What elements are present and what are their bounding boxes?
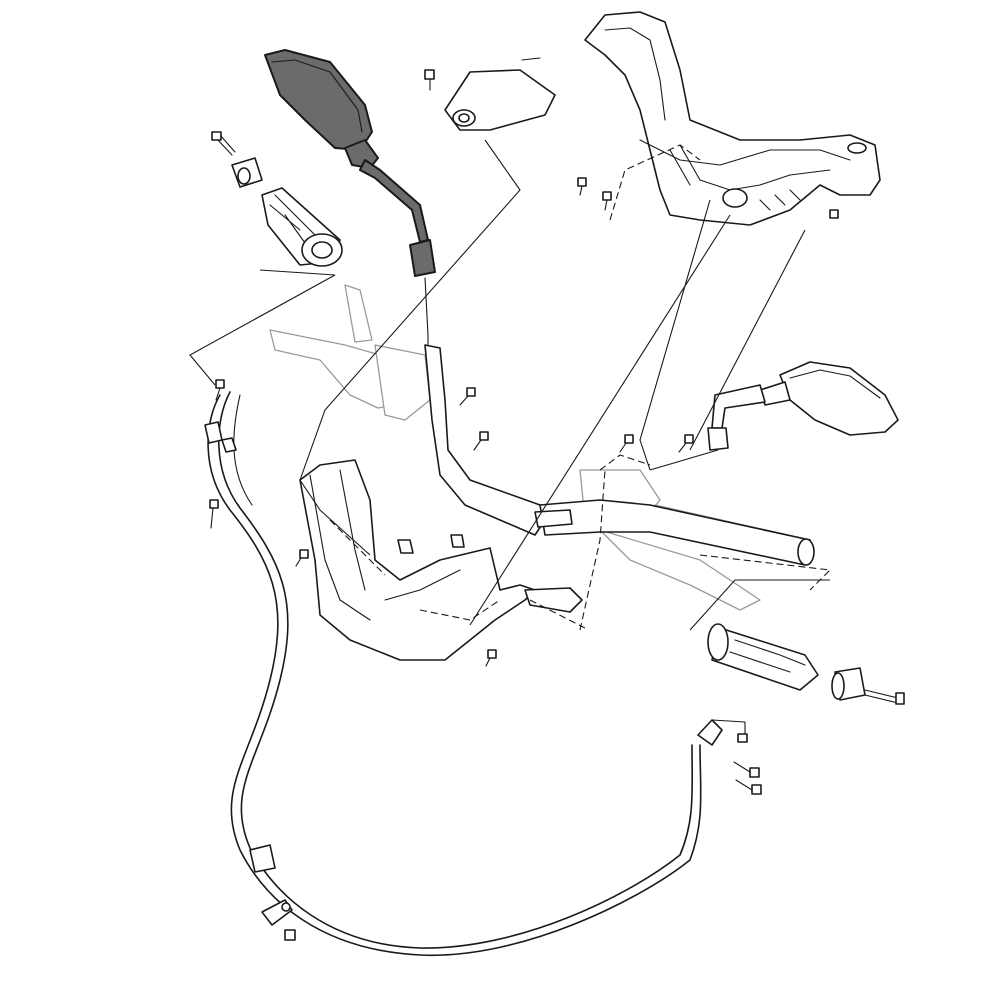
screw [829, 209, 839, 219]
screw [678, 434, 694, 453]
right-rear-view-mirror [707, 361, 899, 451]
left-bar-end-weight [231, 157, 263, 188]
left-bar-end-screw [211, 131, 236, 156]
screw [735, 779, 762, 795]
right-grip [707, 623, 819, 691]
screw [485, 649, 497, 667]
right-bar-end-screw [864, 689, 905, 705]
screw [733, 761, 760, 778]
handlebar-tube [424, 344, 815, 566]
screw [209, 499, 219, 529]
front-handlebar-cover [299, 459, 583, 661]
ghost-handlebar-left [269, 284, 431, 421]
screw [459, 387, 476, 406]
rear-handlebar-cover [584, 11, 881, 226]
handlebar-top-cap [424, 57, 556, 131]
throttle-cables [204, 391, 748, 957]
right-bar-end-weight [831, 667, 866, 701]
screw [602, 191, 612, 211]
leader-lines [189, 139, 832, 631]
left-rear-view-mirror [264, 49, 436, 336]
screw [295, 549, 309, 567]
screw [215, 379, 225, 401]
screw [577, 177, 587, 196]
screw [619, 434, 634, 453]
left-grip [261, 187, 343, 267]
screws [209, 177, 839, 795]
screw [473, 431, 489, 451]
cable-clamp [261, 899, 296, 941]
